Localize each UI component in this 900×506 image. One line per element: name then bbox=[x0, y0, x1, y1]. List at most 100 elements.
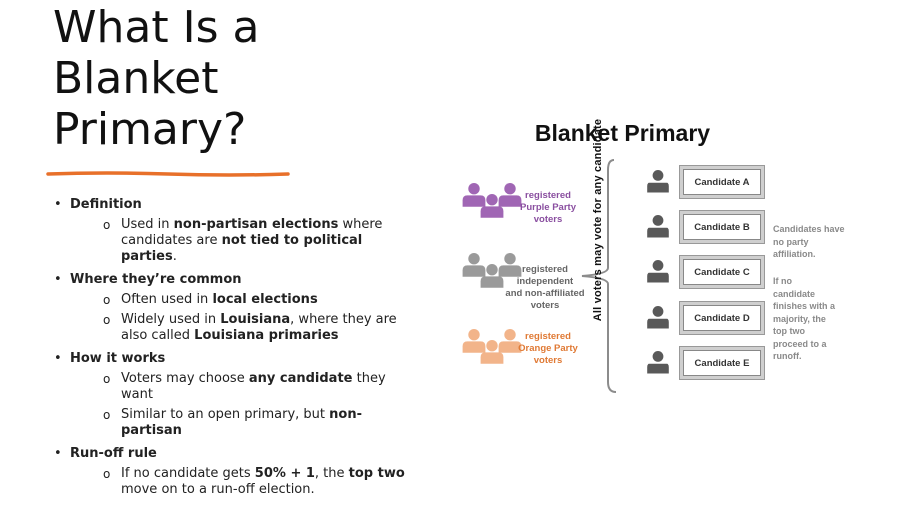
side-note: If no candidate finishes with a majority, t… bbox=[773, 275, 835, 363]
bullet-item: • Run-off rule o If no candidate gets 50% +… bbox=[52, 446, 412, 498]
sub-bullet: o Voters may choose any candidate they wa… bbox=[70, 371, 412, 403]
sub-bullet-marker: o bbox=[103, 293, 111, 307]
voter-person-icon bbox=[480, 264, 504, 288]
sub-bullet: o Used in non-partisan elections where ca… bbox=[70, 217, 412, 265]
bullet-dot: • bbox=[54, 351, 62, 366]
side-note-line: candidate bbox=[773, 288, 816, 299]
voter-group-label-line: registered bbox=[525, 190, 571, 201]
slide-title-line: Blanket bbox=[53, 53, 219, 104]
text: If no candidate gets bbox=[121, 466, 255, 481]
bullet-dot: • bbox=[54, 197, 62, 212]
vertical-label: All voters may vote for any candidate bbox=[592, 118, 604, 322]
bullet-heading: Where they’re common bbox=[70, 272, 242, 287]
voter-person-icon bbox=[462, 183, 486, 207]
sub-bullet: o Widely used in Louisiana, where they ar… bbox=[70, 312, 412, 344]
voter-group-label-line: registered bbox=[525, 331, 571, 342]
side-note-line: proceed to a bbox=[773, 338, 827, 349]
diagram-graphics bbox=[462, 159, 672, 393]
bullet-item: • Definition o Used in non-partisan electio… bbox=[52, 197, 412, 265]
candidate-label: Candidate E bbox=[683, 350, 761, 376]
text: Often used in bbox=[121, 292, 213, 307]
voter-group-label-line: Orange Party bbox=[518, 343, 578, 354]
bullet-heading: Run-off rule bbox=[70, 446, 157, 461]
text: Voters may choose bbox=[121, 371, 249, 386]
bold-text: local elections bbox=[212, 292, 318, 307]
candidate-box: Candidate D bbox=[679, 301, 765, 335]
candidate-box: Candidate A bbox=[679, 165, 765, 199]
bullet-heading: How it works bbox=[70, 351, 166, 366]
title-underline bbox=[46, 171, 290, 177]
text: they want bbox=[121, 371, 386, 402]
sub-bullet-marker: o bbox=[103, 408, 111, 422]
slide-title-line: What Is a bbox=[53, 2, 260, 53]
diagram-title: Blanket Primary bbox=[534, 120, 711, 146]
candidate-label: Candidate A bbox=[683, 169, 761, 195]
sub-bullet-marker: o bbox=[103, 467, 111, 481]
voter-person-icon bbox=[498, 329, 522, 353]
voter-person-icon bbox=[498, 253, 522, 277]
voter-person-icon bbox=[498, 183, 522, 207]
sub-bullet-marker: o bbox=[103, 372, 111, 386]
bold-text: any candidate bbox=[248, 371, 353, 386]
sub-bullet: o If no candidate gets 50% + 1, the top t… bbox=[70, 466, 412, 498]
bullet-item: • How it works o Voters may choose any cand… bbox=[52, 351, 412, 439]
candidate-person-icon bbox=[647, 351, 669, 374]
voter-group-label-line: and non-affiliated bbox=[505, 288, 585, 299]
bullet-list: • Definition o Used in non-partisan electio… bbox=[52, 197, 412, 505]
text: Widely used in bbox=[121, 312, 221, 327]
candidate-box: Candidate B bbox=[679, 210, 765, 244]
text: Used in bbox=[121, 217, 174, 232]
sub-bullet: o Similar to an open primary, but non-par… bbox=[70, 407, 412, 439]
sub-bullet-marker: o bbox=[103, 313, 111, 327]
blanket-primary-diagram: Blanket Primary All voters may vote for … bbox=[450, 119, 880, 406]
bracket-line bbox=[581, 159, 617, 393]
candidate-person-icon bbox=[647, 215, 669, 238]
candidate-box: Candidate E bbox=[679, 346, 765, 380]
bullet-heading: Definition bbox=[70, 197, 142, 212]
side-note-line: runoff. bbox=[773, 351, 802, 361]
voter-group-label-line: Purple Party bbox=[520, 202, 576, 213]
bold-text: non-partisan elections bbox=[173, 217, 339, 232]
voter-person-icon bbox=[480, 194, 504, 218]
side-note-line: no party bbox=[773, 236, 809, 247]
text: , where they are also called bbox=[121, 312, 397, 343]
side-note-line: finishes with a bbox=[773, 301, 836, 311]
voter-group-label-line: independent bbox=[516, 276, 574, 287]
text: where candidates are bbox=[121, 217, 383, 248]
bullet-dot: • bbox=[54, 446, 62, 461]
voter-group-label-line: voters bbox=[530, 300, 560, 311]
slide-title: What Is a Blanket Primary? bbox=[53, 2, 413, 155]
slide-title-line: Primary? bbox=[53, 104, 247, 155]
side-note-line: affiliation. bbox=[773, 249, 816, 259]
candidate-person-icon bbox=[647, 260, 669, 283]
sub-bullet-marker: o bbox=[103, 218, 111, 232]
candidate-box: Candidate C bbox=[679, 255, 765, 289]
bold-text: top two bbox=[348, 466, 405, 481]
bold-text: non-partisan bbox=[121, 407, 362, 438]
candidate-person-icon bbox=[647, 170, 669, 193]
voter-person-icon bbox=[480, 340, 504, 364]
text: move on to a run-off election. bbox=[121, 482, 315, 497]
candidate-label: Candidate C bbox=[683, 259, 761, 285]
side-note: Candidates have no party affiliation. bbox=[773, 223, 845, 261]
voter-group-label-line: voters bbox=[533, 355, 563, 366]
text: , the bbox=[314, 466, 349, 481]
bold-text: Louisiana bbox=[220, 312, 291, 327]
side-note-line: Candidates have bbox=[773, 224, 845, 234]
bold-text: not tied to political parties bbox=[121, 233, 363, 264]
bold-text: 50% + 1 bbox=[254, 466, 315, 481]
side-note-line: If no bbox=[773, 276, 792, 286]
candidate-person-icon bbox=[647, 306, 669, 329]
voter-person-icon bbox=[462, 253, 486, 277]
bold-text: Louisiana primaries bbox=[194, 328, 339, 343]
voter-group-label-line: registered bbox=[522, 264, 568, 275]
side-note-line: majority, the bbox=[773, 313, 826, 324]
sub-bullet: o Often used in local elections bbox=[70, 292, 412, 308]
candidate-label: Candidate B bbox=[683, 214, 761, 240]
text: Similar to an open primary, but bbox=[121, 407, 330, 422]
voter-group-label-line: voters bbox=[533, 214, 563, 225]
